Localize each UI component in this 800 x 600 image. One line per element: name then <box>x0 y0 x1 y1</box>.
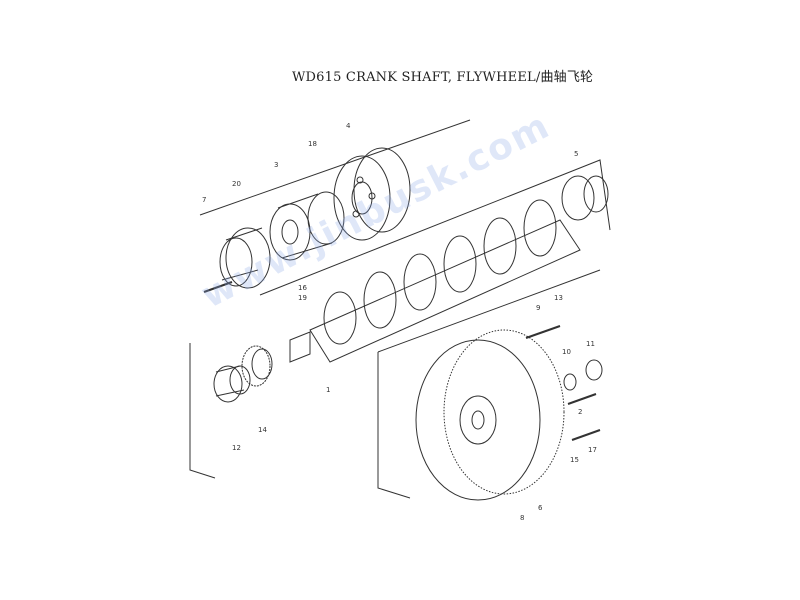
callout-1: 1 <box>326 386 330 394</box>
callout-14: 14 <box>258 426 267 434</box>
shaft-leader-frame <box>259 159 611 296</box>
timing-gear-14 <box>241 345 273 387</box>
callout-10: 10 <box>562 348 571 356</box>
flywheel-8 <box>415 329 565 501</box>
front-nut-12 <box>213 365 251 403</box>
callout-18: 18 <box>308 140 317 148</box>
flywheel-leader-top <box>377 269 601 353</box>
callout-16: 16 <box>298 284 307 292</box>
callout-7: 7 <box>202 196 206 204</box>
callout-4: 4 <box>346 122 351 130</box>
callout-5: 5 <box>574 150 578 158</box>
bolt-7 <box>203 281 233 293</box>
callout-15: 15 <box>570 456 579 464</box>
bolt-15 <box>567 393 597 405</box>
crankshaft-1 <box>289 175 609 363</box>
flywheel-leader-frame <box>377 352 411 499</box>
callout-17: 17 <box>588 446 597 454</box>
bolt-17 <box>571 429 601 441</box>
callout-9: 9 <box>536 304 540 312</box>
diagram-title: WD615 CRANK SHAFT, FLYWHEEL/曲轴飞轮 <box>292 70 594 85</box>
callout-2: 2 <box>578 408 582 416</box>
callout-20: 20 <box>232 180 241 188</box>
callout-19: 19 <box>298 294 307 302</box>
callout-12: 12 <box>232 444 241 452</box>
callout-8: 8 <box>520 514 524 522</box>
upper-leader-frame <box>189 343 216 479</box>
callout-3: 3 <box>274 161 278 169</box>
ring-10 <box>563 373 577 391</box>
front-hub-3 <box>269 191 345 261</box>
callout-13: 13 <box>554 294 563 302</box>
bolt-9 <box>525 325 561 339</box>
callout-11: 11 <box>586 340 595 348</box>
damper-pulley-4 <box>333 147 411 241</box>
callout-6: 6 <box>538 504 543 512</box>
left-leader-frame <box>199 119 471 216</box>
ring-11 <box>585 359 603 381</box>
bearing-shell-20 <box>219 227 271 289</box>
